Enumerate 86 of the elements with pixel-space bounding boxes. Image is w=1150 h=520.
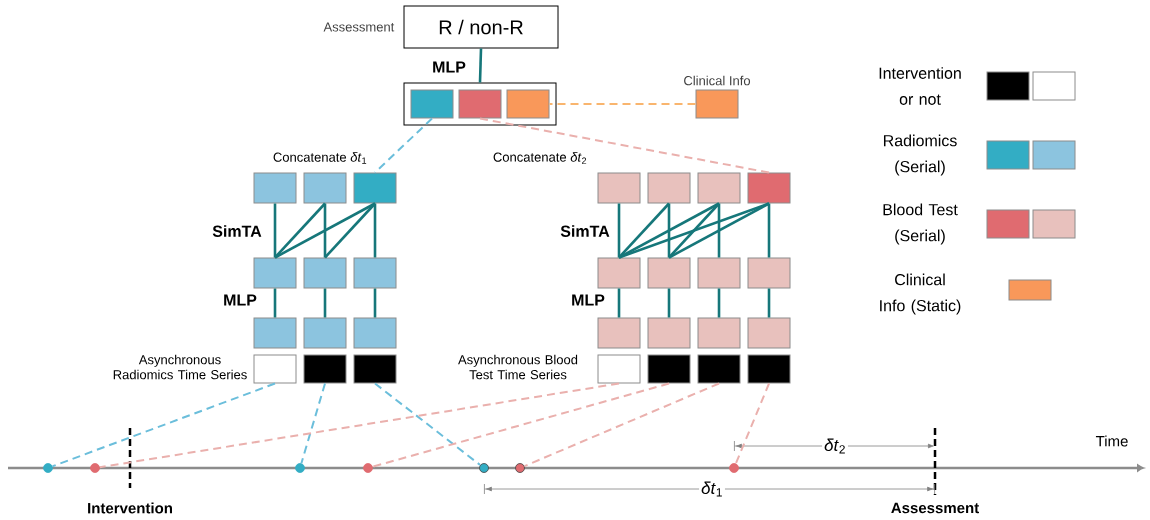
feature-box bbox=[458, 89, 502, 119]
legend-text: Blood Test (Serial) bbox=[883, 203, 958, 245]
caption: Asynchronous Blood Test Time Series bbox=[458, 354, 578, 380]
caption: Concatenate δt$_{2}$ bbox=[493, 152, 587, 164]
connection-line bbox=[617, 288, 621, 318]
feature-box bbox=[506, 89, 550, 119]
feature-box bbox=[747, 317, 791, 349]
connection-line bbox=[324, 202, 376, 259]
feature-box bbox=[253, 317, 297, 349]
node-caption: Clinical Info bbox=[684, 75, 751, 86]
feature-box bbox=[747, 257, 791, 289]
connection-line bbox=[323, 203, 327, 258]
connection-line bbox=[717, 288, 721, 318]
feature-box bbox=[597, 317, 641, 349]
feature-box bbox=[353, 172, 397, 204]
feature-box bbox=[597, 172, 641, 204]
marker-label: Intervention bbox=[88, 502, 172, 514]
dashed-line bbox=[523, 382, 720, 468]
connection-line bbox=[274, 202, 326, 259]
feature-box bbox=[647, 172, 691, 204]
legend-text: Clinical Info (Static) bbox=[880, 273, 961, 315]
intervention-box bbox=[353, 354, 397, 384]
feature-box bbox=[697, 257, 741, 289]
feature-box bbox=[695, 89, 739, 119]
feature-box bbox=[647, 257, 691, 289]
connection-line bbox=[323, 288, 327, 318]
legend-text: Intervention or not bbox=[879, 67, 961, 105]
intervention-box bbox=[597, 354, 641, 384]
marker-label: Assessment bbox=[891, 502, 979, 514]
connection-line bbox=[667, 288, 671, 318]
connection-line bbox=[478, 48, 483, 83]
connection-line bbox=[618, 202, 720, 259]
layer-label: SimTA bbox=[212, 225, 262, 237]
layer-label: MLP bbox=[433, 61, 466, 73]
connection-line bbox=[618, 202, 770, 259]
dashed-line bbox=[548, 103, 697, 105]
feature-box bbox=[353, 317, 397, 349]
connection-line bbox=[274, 202, 376, 259]
feature-box bbox=[303, 172, 347, 204]
intervention-box bbox=[253, 354, 297, 384]
intervention-box bbox=[697, 354, 741, 384]
connection-line bbox=[273, 203, 277, 258]
axis-label: Time bbox=[1095, 435, 1128, 447]
connection-line bbox=[668, 202, 770, 259]
feature-box bbox=[410, 89, 454, 119]
connection-line bbox=[767, 203, 771, 258]
feature-box bbox=[597, 257, 641, 289]
connection-line bbox=[717, 203, 721, 258]
feature-box bbox=[253, 257, 297, 289]
connection-line bbox=[373, 288, 377, 318]
dashed-line bbox=[98, 382, 620, 469]
feature-box bbox=[747, 172, 791, 204]
output-box: R / non-R bbox=[403, 5, 559, 49]
feature-box bbox=[353, 257, 397, 289]
dashed-line bbox=[300, 382, 326, 465]
dashed-line bbox=[374, 117, 433, 174]
dimension-label: δt$_{2}$ bbox=[822, 436, 848, 456]
caption: Concatenate δt$_{1}$ bbox=[273, 152, 367, 164]
legend-text: Radiomics (Serial) bbox=[884, 134, 957, 176]
feature-box bbox=[647, 317, 691, 349]
caption: Asynchronous Radiomics Time Series bbox=[113, 354, 247, 380]
dashed-line bbox=[734, 382, 770, 465]
node-caption: Assessment bbox=[323, 22, 395, 32]
layer-label: MLP bbox=[572, 294, 605, 306]
layer-label: MLP bbox=[224, 294, 257, 306]
connection-line bbox=[667, 203, 671, 258]
dashed-line bbox=[479, 117, 770, 174]
dashed-line bbox=[51, 382, 276, 468]
feature-box bbox=[303, 317, 347, 349]
dashed-line bbox=[371, 382, 670, 468]
connection-line bbox=[618, 202, 670, 259]
dashed-line bbox=[374, 382, 482, 466]
connection-line bbox=[668, 202, 720, 259]
feature-box bbox=[303, 257, 347, 289]
intervention-box bbox=[303, 354, 347, 384]
connection-line bbox=[373, 203, 377, 258]
dimension-label: δt$_{1}$ bbox=[699, 479, 725, 499]
connection-line bbox=[617, 203, 621, 258]
layer-label: SimTA bbox=[560, 225, 610, 237]
intervention-box bbox=[747, 354, 791, 384]
connection-line bbox=[273, 288, 277, 318]
feature-box bbox=[697, 172, 741, 204]
connection-line bbox=[767, 288, 771, 318]
intervention-box bbox=[647, 354, 691, 384]
feature-box bbox=[253, 172, 297, 204]
feature-box bbox=[697, 317, 741, 349]
